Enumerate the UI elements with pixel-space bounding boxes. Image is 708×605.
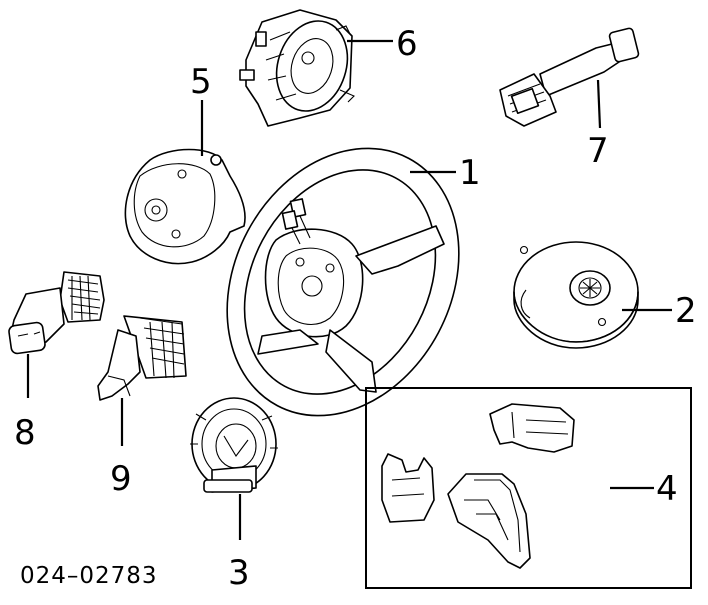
callout-9: 9	[110, 459, 132, 499]
callout-1: 1	[459, 153, 481, 193]
leader-7	[596, 79, 602, 129]
callout-7: 7	[587, 131, 609, 171]
reference-code: 024–02783	[20, 563, 158, 589]
part-9-switch-drawing	[97, 315, 187, 401]
callout-2: 2	[675, 291, 697, 331]
callout-3: 3	[228, 553, 250, 593]
part-3-clock-spring-drawing	[190, 397, 278, 493]
part-2-airbag-drawing	[513, 241, 639, 349]
part-8-switch-drawing	[8, 271, 105, 355]
callout-8: 8	[14, 413, 36, 453]
part-7-stalk-switch-drawing	[499, 27, 640, 127]
part-6-bracket-drawing	[239, 9, 355, 127]
part-4-trim-panels-drawing	[365, 387, 692, 589]
callout-6: 6	[396, 24, 418, 64]
callout-4: 4	[656, 469, 678, 509]
part-1-steering-wheel-drawing	[226, 147, 460, 417]
callout-5: 5	[190, 62, 212, 102]
part-5-rear-cover-drawing	[124, 148, 246, 265]
leader-lines	[26, 39, 672, 540]
